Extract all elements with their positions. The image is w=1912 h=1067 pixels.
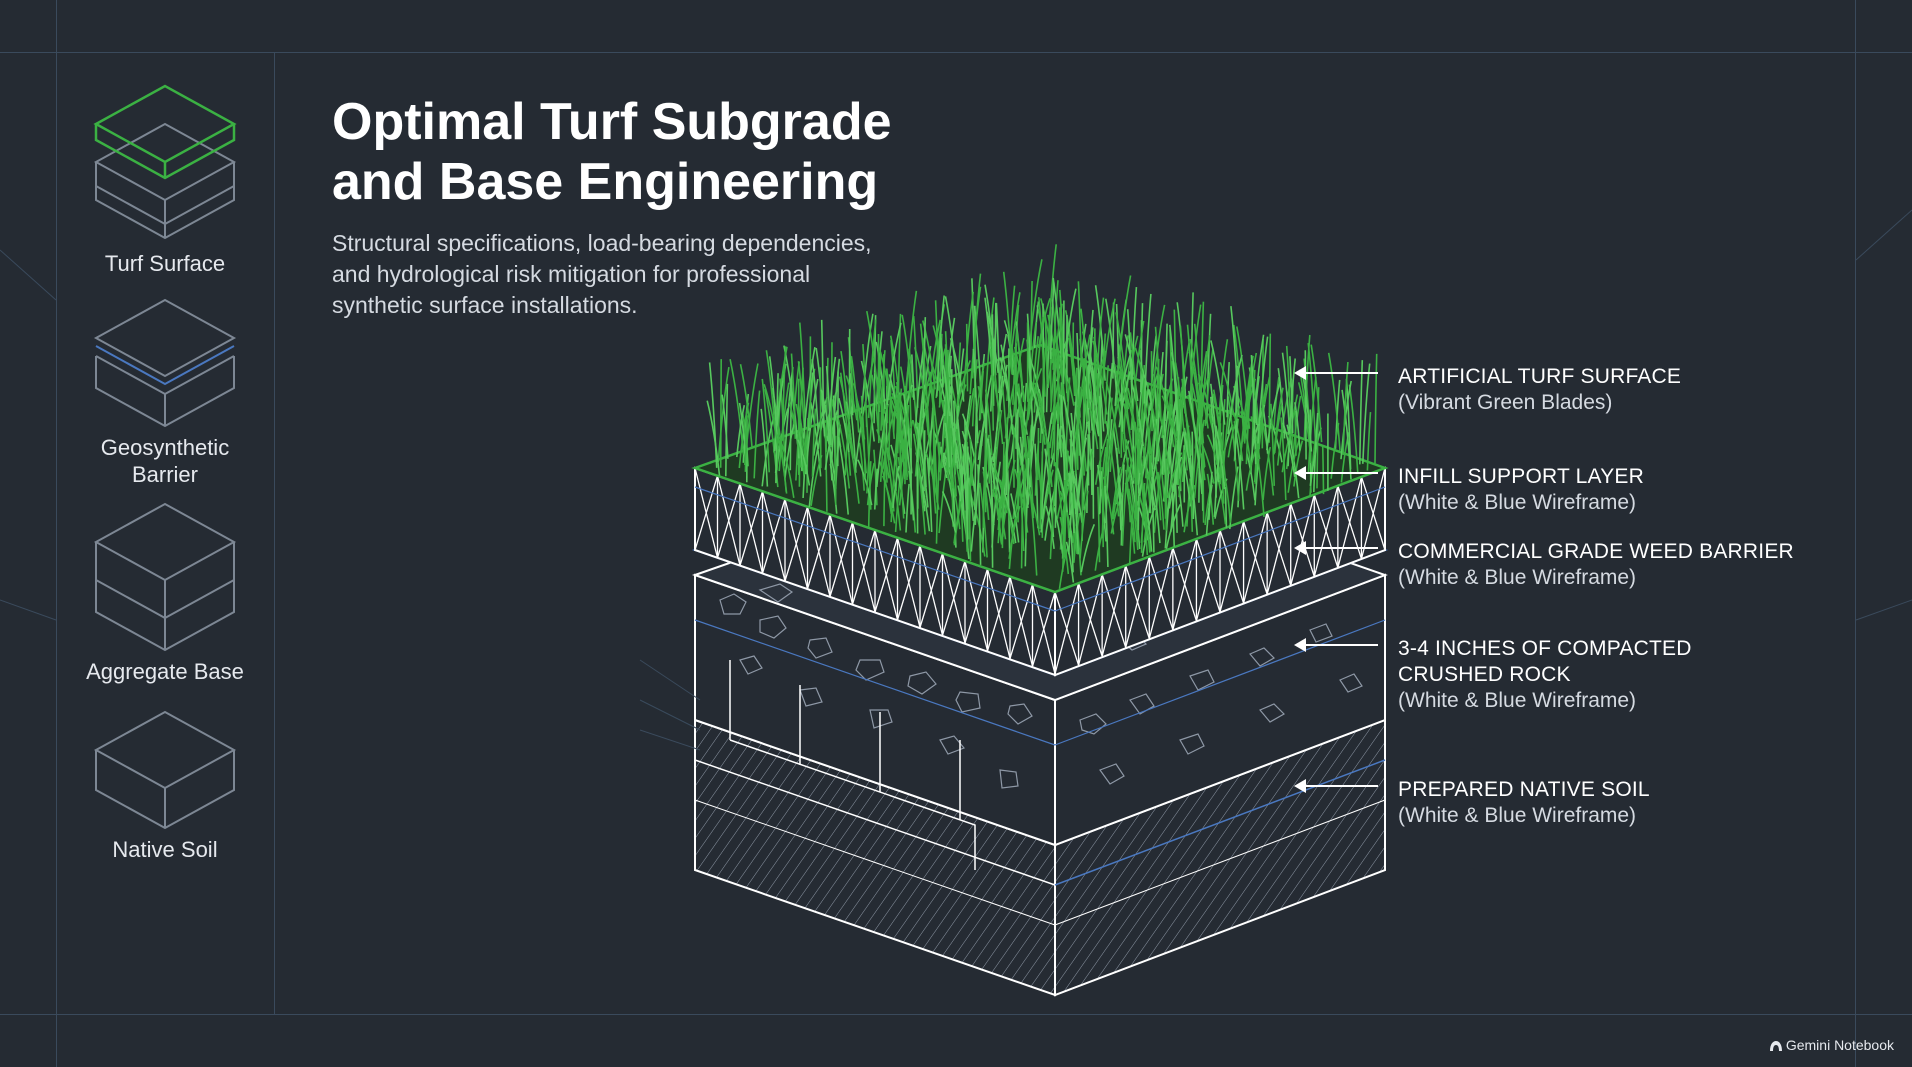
callout-arrow <box>1294 366 1378 380</box>
callout-arrow <box>1294 466 1378 480</box>
callout-arrow <box>1294 541 1378 555</box>
frame-line-sidebar <box>274 52 275 1014</box>
callout-native-soil: PREPARED NATIVE SOIL (White & Blue Wiref… <box>1294 777 1650 829</box>
callout-title: 3-4 INCHES OF COMPACTED CRUSHED ROCK <box>1398 637 1692 686</box>
callout-title: ARTIFICIAL TURF SURFACE <box>1398 365 1682 388</box>
sidebar-item-label: Turf Surface <box>104 251 226 276</box>
frame-line-right <box>1855 0 1856 1067</box>
watermark-text: Gemini Notebook <box>1785 1037 1894 1053</box>
callout-subtitle: (Vibrant Green Blades) <box>1398 391 1613 414</box>
callout-subtitle: (White & Blue Wireframe) <box>1398 804 1637 827</box>
callout-arrow <box>1294 779 1378 793</box>
geosynthetic-barrier-layers-icon <box>93 298 237 428</box>
frame-line-top <box>0 52 1912 53</box>
turf-surface-layers-icon <box>93 84 237 240</box>
notebook-logo-icon <box>1769 1041 1782 1052</box>
callout-artificial-turf-surface: ARTIFICIAL TURF SURFACE (Vibrant Green B… <box>1294 364 1682 416</box>
callout-subtitle: (White & Blue Wireframe) <box>1398 491 1637 514</box>
callout-subtitle: (White & Blue Wireframe) <box>1398 689 1637 712</box>
callout-subtitle: (White & Blue Wireframe) <box>1398 566 1637 589</box>
sidebar-item-label: Native Soil <box>112 837 218 862</box>
page-subtitle: Structural specifications, load-bearing … <box>332 230 872 318</box>
sidebar-item-turf-surface: Turf Surface <box>58 80 272 277</box>
sidebar-item-geosynthetic-barrier: Geosynthetic Barrier <box>58 298 272 488</box>
page-title: Optimal Turf Subgrade and Base Engineeri… <box>332 93 892 211</box>
frame-line-bottom <box>0 1014 1912 1015</box>
callout-weed-barrier: COMMERCIAL GRADE WEED BARRIER (White & B… <box>1294 539 1794 591</box>
sidebar-item-native-soil: Native Soil <box>58 710 272 863</box>
callout-title: COMMERCIAL GRADE WEED BARRIER <box>1398 540 1794 563</box>
sidebar-item-label: Geosynthetic Barrier <box>100 435 230 487</box>
callout-title: INFILL SUPPORT LAYER <box>1398 465 1644 488</box>
frame-line-left <box>56 0 57 1067</box>
callout-arrow <box>1294 638 1378 652</box>
callout-crushed-rock: 3-4 INCHES OF COMPACTED CRUSHED ROCK (Wh… <box>1294 636 1692 714</box>
sidebar-item-label: Aggregate Base <box>86 659 244 684</box>
artificial-turf-layer <box>691 244 1389 594</box>
sidebar-item-aggregate-base: Aggregate Base <box>58 502 272 685</box>
infill-support-layer <box>694 466 1386 677</box>
watermark: Gemini Notebook <box>1769 1037 1894 1053</box>
callout-infill-support-layer: INFILL SUPPORT LAYER (White & Blue Wiref… <box>1294 464 1644 516</box>
aggregate-base-cube-icon <box>93 502 237 652</box>
perspective-guide-lines <box>0 209 1912 751</box>
callout-title: PREPARED NATIVE SOIL <box>1398 778 1650 801</box>
native-soil-block-icon <box>93 710 237 830</box>
